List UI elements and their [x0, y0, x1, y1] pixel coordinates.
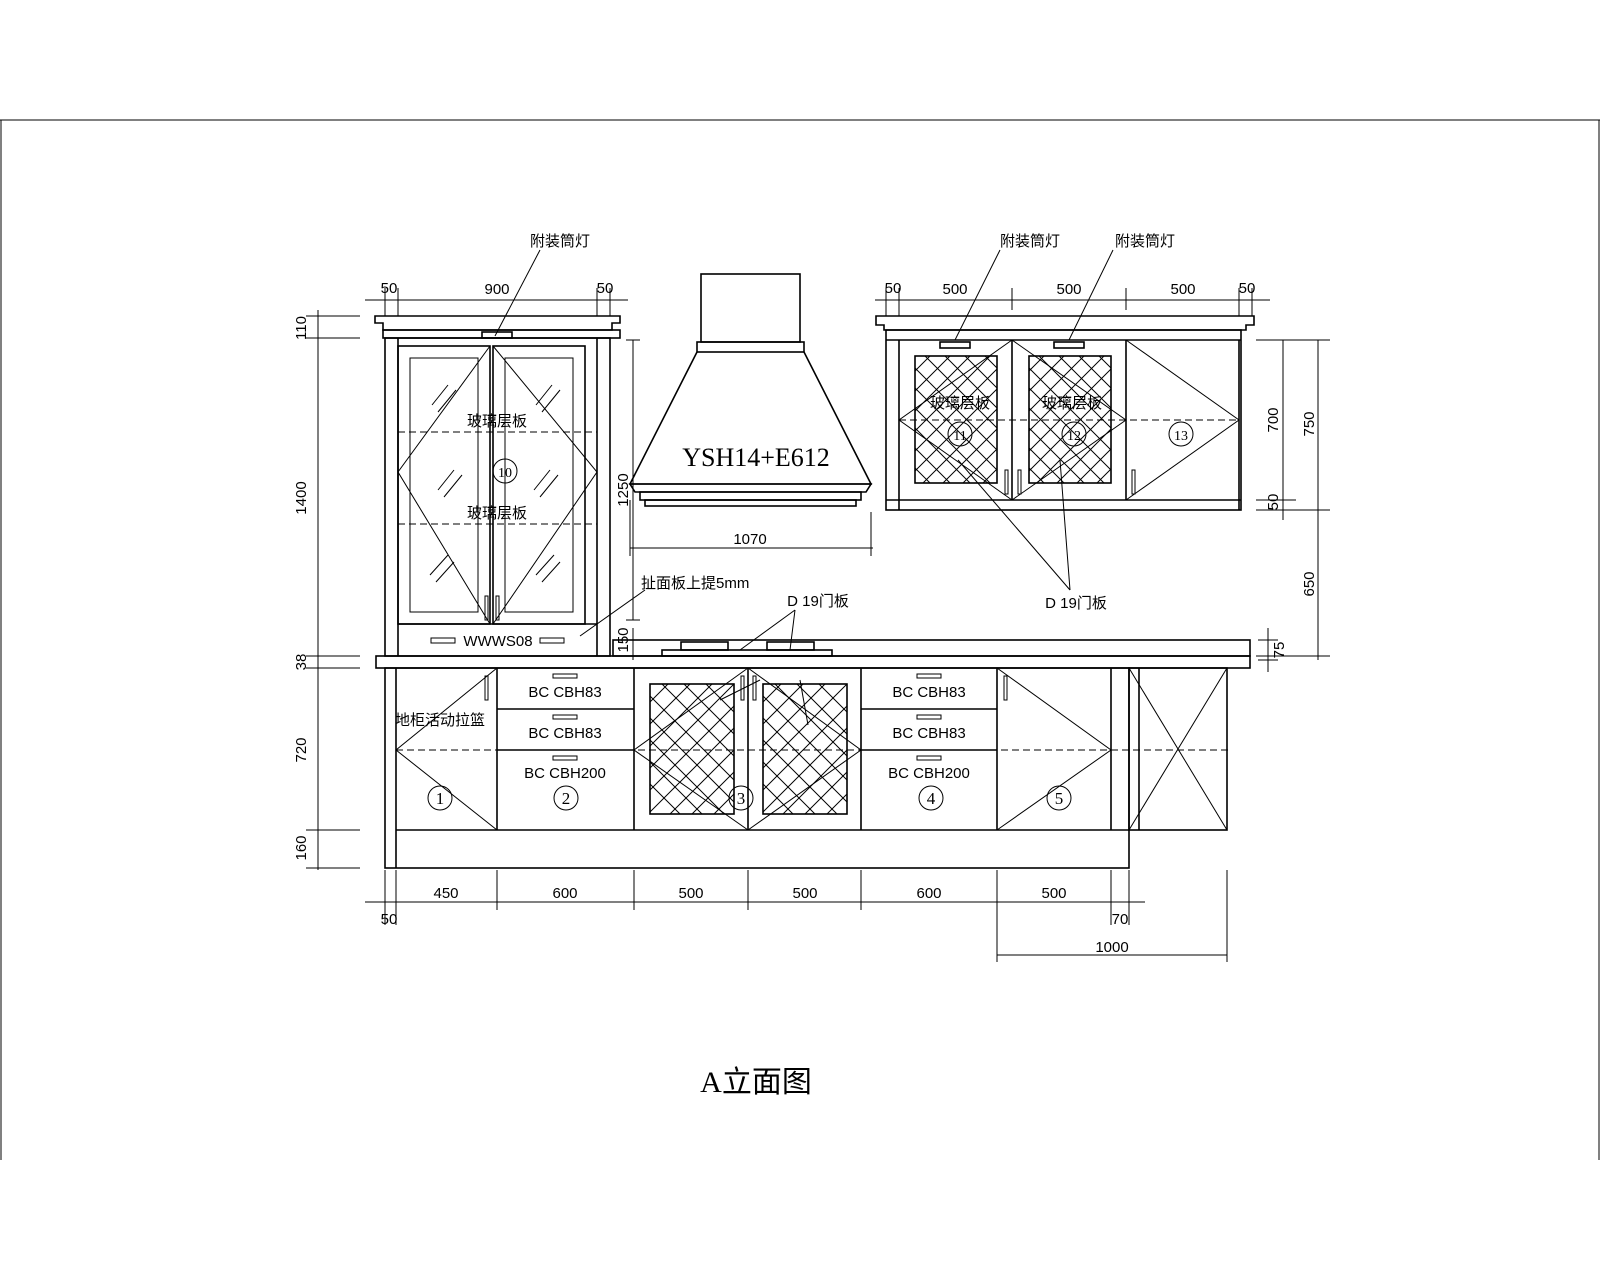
dim-top-right-5: 50: [1239, 280, 1256, 297]
bc-label-5: BC CBH83: [892, 725, 965, 742]
bc-label-2: BC CBH83: [528, 725, 601, 742]
callout-1: 1: [427, 785, 453, 811]
dim-hood-height: 1250: [615, 473, 632, 506]
callout-10: 10: [492, 458, 518, 484]
bc-label-3: BC CBH200: [524, 765, 606, 782]
svg-text:10: 10: [498, 466, 512, 481]
dim-top-left-2: 900: [484, 281, 509, 298]
svg-text:5: 5: [1055, 789, 1064, 808]
door-note-lower: D 19门板: [787, 592, 849, 610]
bc-label-1: BC CBH83: [528, 684, 601, 701]
dim-bottom-6: 500: [1041, 885, 1066, 902]
svg-text:11: 11: [953, 429, 966, 444]
dim-bottom-5: 600: [916, 885, 941, 902]
dim-top-left-3: 50: [597, 280, 614, 297]
dim-bottom-extra-1: 50: [381, 911, 398, 928]
dim-right-3: 50: [1265, 494, 1282, 511]
callout-3: 3: [728, 785, 754, 811]
callout-4: 4: [918, 785, 944, 811]
callout-2: 2: [553, 785, 579, 811]
lift-note: 扯面板上提5mm: [641, 574, 749, 592]
glass-shelf-label-2: 玻璃层板: [467, 504, 527, 522]
dim-150: 150: [615, 627, 632, 652]
dim-bottom-3: 500: [678, 885, 703, 902]
dim-right-2: 750: [1301, 411, 1318, 436]
dim-bottom-4: 500: [792, 885, 817, 902]
dim-hood-width: 1070: [733, 531, 766, 548]
door-note-upper: D 19门板: [1045, 594, 1107, 612]
dim-left-4: 720: [293, 737, 310, 762]
dimension-lines: [306, 288, 1330, 962]
callout-11: 11: [947, 421, 973, 447]
bc-label-4: BC CBH83: [892, 684, 965, 701]
dim-bottom-1: 450: [433, 885, 458, 902]
dim-left-3: 38: [293, 654, 310, 671]
dim-top-right-4: 500: [1170, 281, 1195, 298]
dim-top-right-2: 500: [942, 281, 967, 298]
bc-label-6: BC CBH200: [888, 765, 970, 782]
light-note-left: 附装筒灯: [530, 233, 590, 250]
dim-top-right-1: 50: [885, 280, 902, 297]
drawing-labels: 附装筒灯 附装筒灯 附装筒灯 玻璃层板 玻璃层板 玻璃层板 玻璃层板 YSH14…: [293, 233, 1318, 1099]
base-cabinets: [384, 667, 1228, 869]
svg-text:4: 4: [927, 789, 936, 808]
dim-right-5: 75: [1271, 642, 1288, 659]
dim-bottom-extra-2: 70: [1112, 911, 1129, 928]
drawer-model: WWWS08: [463, 633, 532, 650]
dim-left-2: 1400: [293, 481, 310, 514]
tall-glass-cabinet: [374, 315, 621, 657]
wall-cabinets: [875, 315, 1255, 511]
light-note-mid: 附装筒灯: [1000, 233, 1060, 250]
dim-top-right-3: 500: [1056, 281, 1081, 298]
callout-13: 13: [1168, 421, 1194, 447]
dim-left-5: 160: [293, 835, 310, 860]
dim-right-1: 700: [1265, 407, 1282, 432]
svg-text:12: 12: [1067, 429, 1081, 444]
callout-5: 5: [1046, 785, 1072, 811]
light-note-right: 附装筒灯: [1115, 233, 1175, 250]
drawing-title: A立面图: [700, 1066, 812, 1099]
svg-text:1: 1: [436, 789, 445, 808]
glass-shelf-label-1: 玻璃层板: [467, 412, 527, 430]
basket-note: 地柜活动拉篮: [395, 711, 485, 729]
leader-lines: [494, 249, 1114, 726]
dim-top-left-1: 50: [381, 280, 398, 297]
glass-shelf-label-3: 玻璃层板: [930, 394, 990, 412]
hood-model: YSH14+E612: [682, 443, 830, 472]
dim-left-1: 110: [293, 316, 310, 340]
glass-shelf-label-4: 玻璃层板: [1042, 394, 1102, 412]
dim-right-4: 650: [1301, 571, 1318, 596]
svg-text:2: 2: [562, 789, 571, 808]
callout-12: 12: [1061, 421, 1087, 447]
svg-text:13: 13: [1174, 429, 1188, 444]
svg-text:3: 3: [737, 789, 746, 808]
dim-bottom-2: 600: [552, 885, 577, 902]
dim-bottom-total: 1000: [1095, 939, 1128, 956]
